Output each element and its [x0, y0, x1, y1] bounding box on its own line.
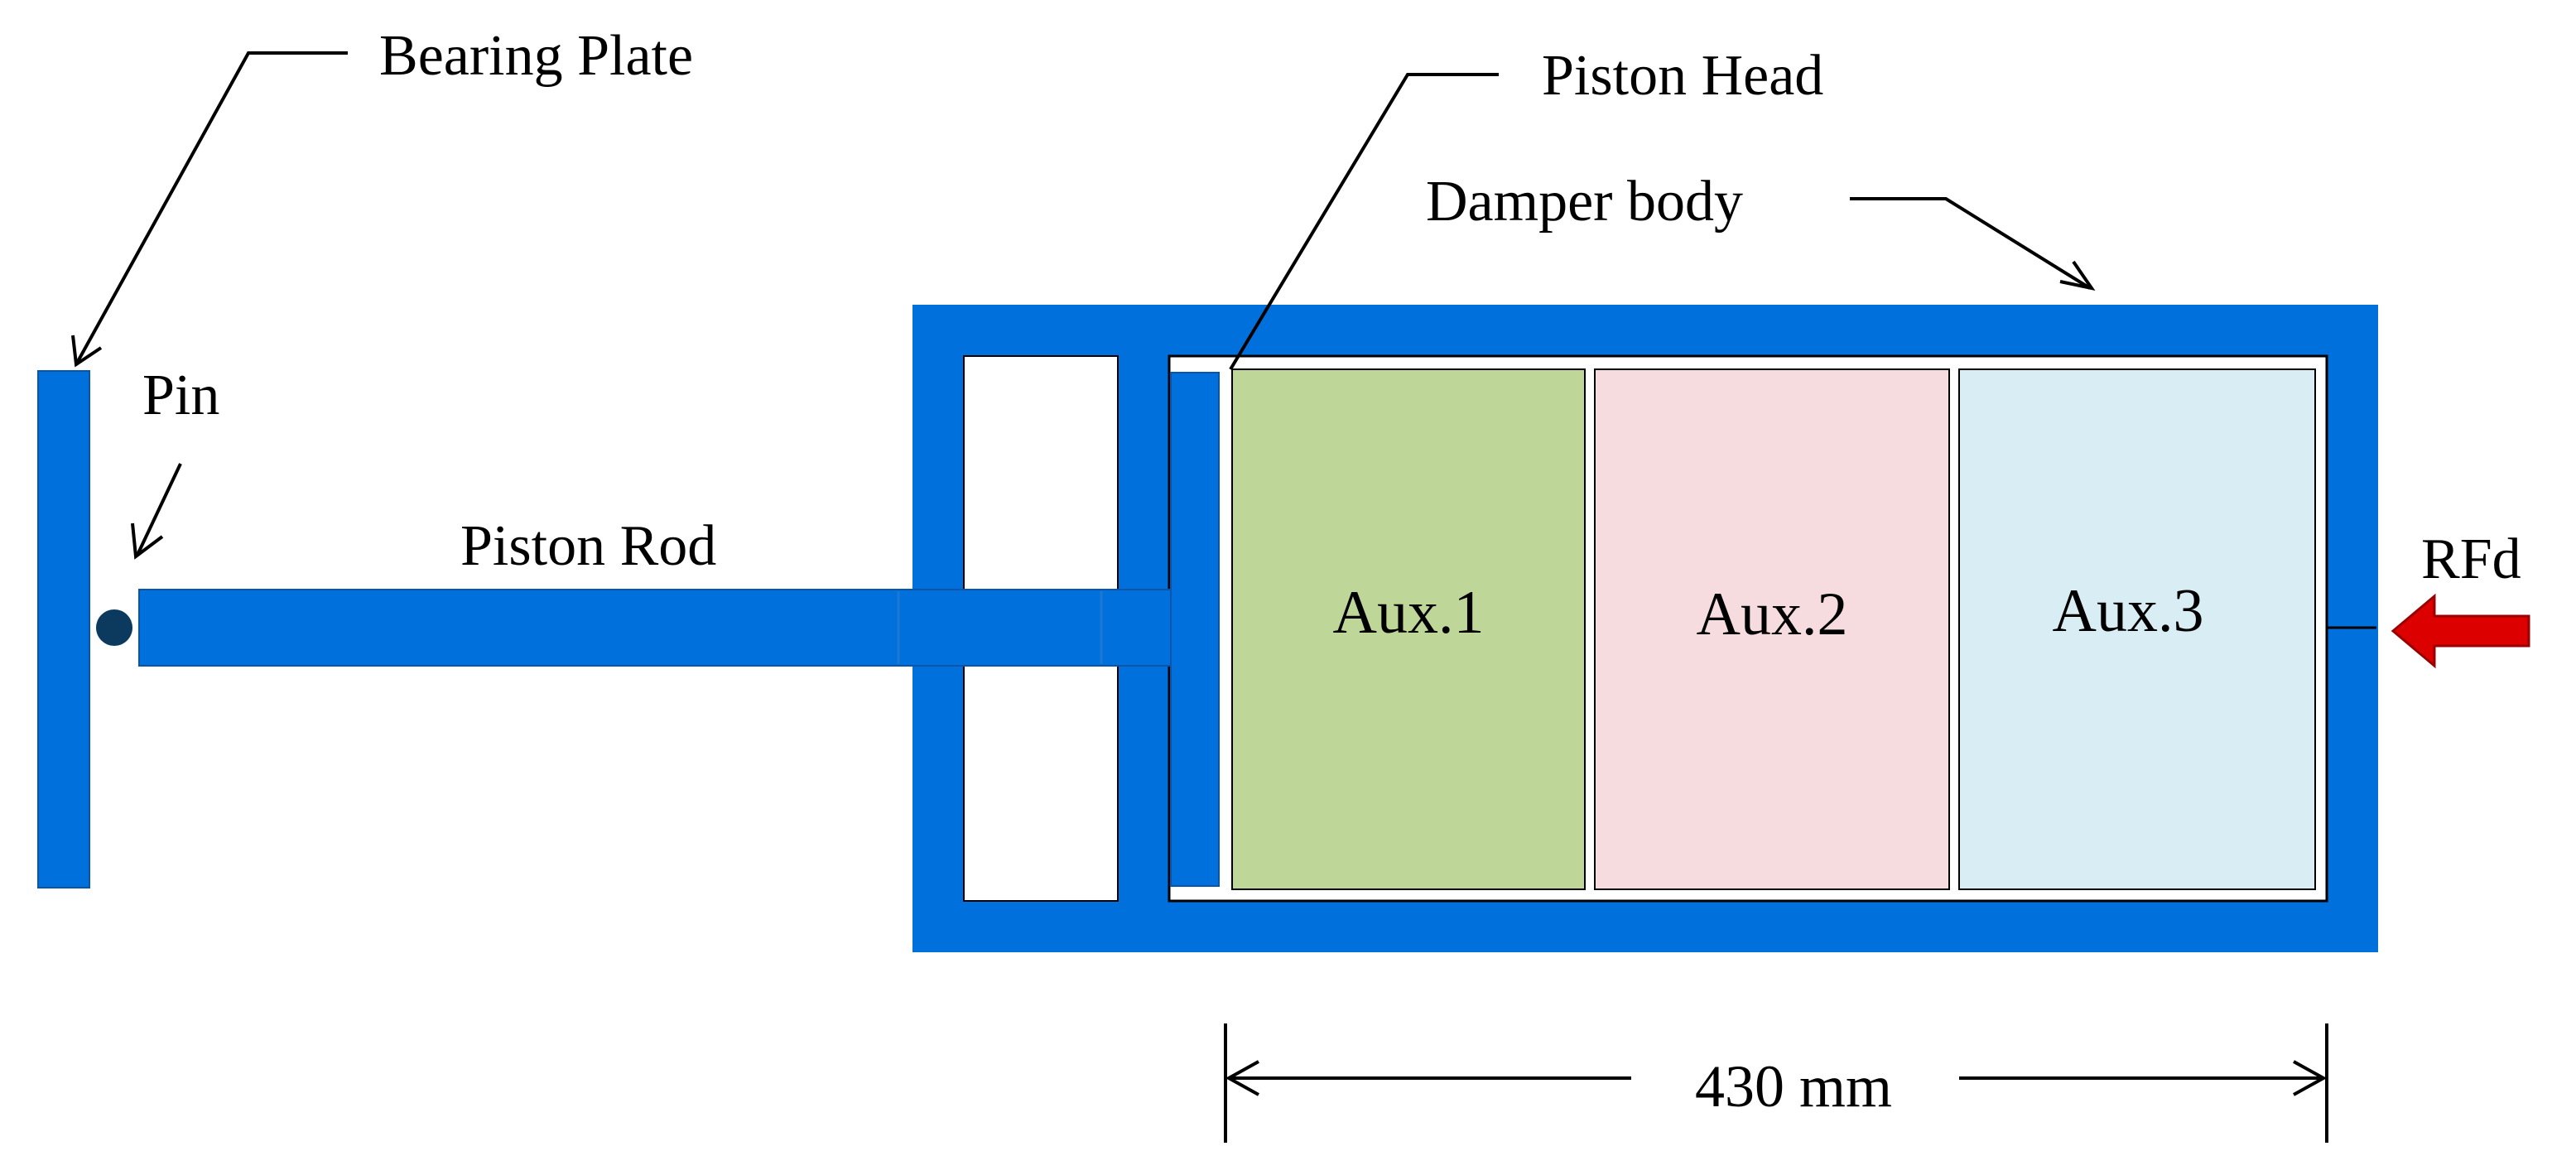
chamber-aux-2-label: Aux.2 [1697, 580, 1848, 648]
piston-rod-label: Piston Rod [460, 514, 716, 578]
piston-rod [138, 589, 1177, 667]
piston-head [1170, 372, 1220, 887]
bearing-plate-leader [75, 51, 348, 365]
rfd-arrow [2391, 593, 2530, 669]
pin-arrowhead [131, 522, 164, 560]
chamber-aux-3-label: Aux.3 [2053, 577, 2204, 645]
pin [96, 609, 132, 646]
damper-body-label: Damper body [1426, 170, 1743, 234]
bearing-plate-label: Bearing Plate [379, 24, 693, 88]
piston-head-leader [1229, 73, 1499, 371]
damper-body-leader [1850, 197, 2092, 290]
pin-label: Pin [142, 364, 219, 427]
dimension-arrowhead-right [2293, 1060, 2328, 1096]
bearing-plate-arrowhead [71, 335, 103, 368]
piston-head-label: Piston Head [1542, 44, 1823, 108]
chamber-aux-1-label: Aux.1 [1333, 579, 1485, 647]
chamber-aux-2 [1594, 368, 1950, 890]
dimension-arrowhead-left [1225, 1060, 1259, 1096]
chamber-aux-1 [1231, 368, 1586, 890]
dimension-label: 430 mm [1695, 1053, 1892, 1120]
damper-body-arrowhead [2059, 260, 2096, 291]
pin-leader [136, 463, 182, 556]
chamber-aux-3 [1958, 368, 2316, 890]
rfd-label: RFd [2421, 527, 2521, 591]
bearing-plate [37, 370, 90, 888]
